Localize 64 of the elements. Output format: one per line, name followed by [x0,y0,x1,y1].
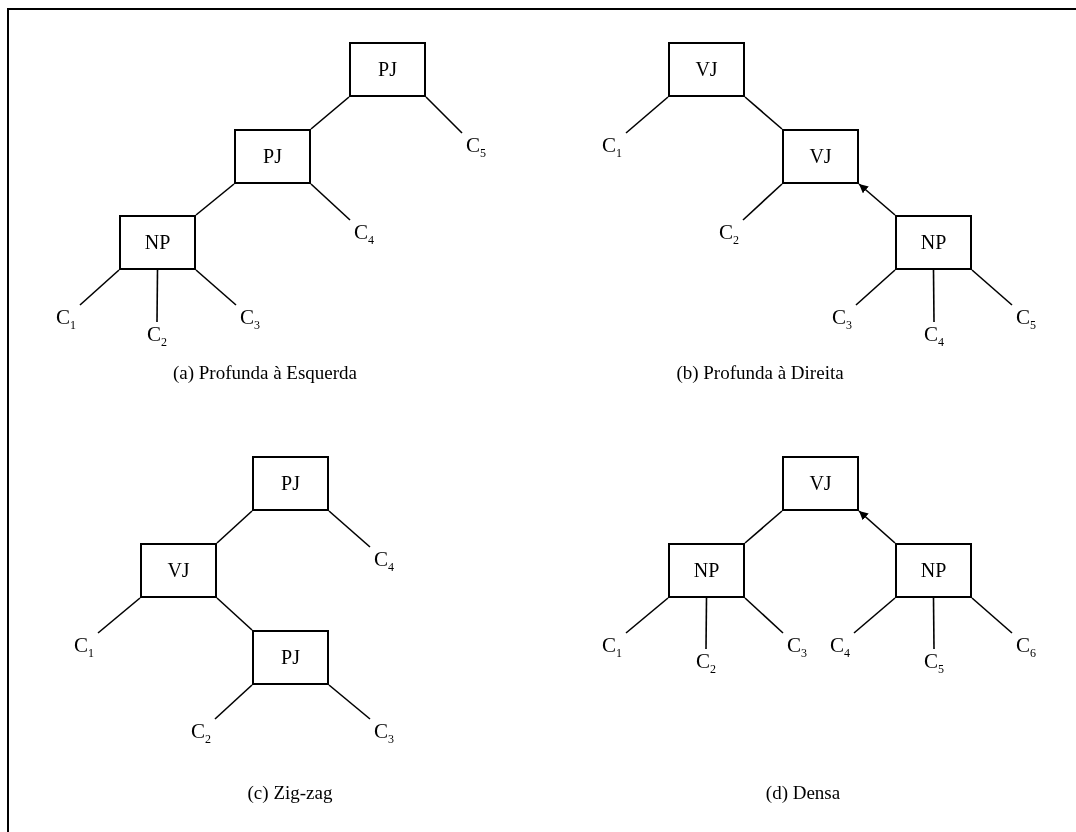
panel-caption: (a) Profunda à Esquerda [172,362,358,384]
leaf-label: C$_{2}$ [187,719,215,743]
leaf-label: C$_{2}$ [715,220,743,244]
arrow [858,510,896,544]
connector-line [971,597,1013,634]
connector-line [932,269,935,323]
leaf-label: C$_{1}$ [70,633,98,657]
connector-line [216,510,253,544]
connector-line [79,269,120,306]
join-box: PJ [349,42,426,97]
connector-line [853,597,896,634]
connector-line [705,597,708,650]
connector-line [195,269,237,306]
connector-line [328,684,371,720]
leaf-label: C$_{3}$ [783,633,811,657]
leaf-label: C$_{4}$ [920,322,948,346]
leaf-label: C$_{5}$ [462,133,490,157]
join-box: VJ [140,543,217,598]
connector-line [156,269,159,323]
leaf-label: C$_{3}$ [828,305,856,329]
panel-caption: (b) Profunda à Direita [676,362,844,384]
leaf-label: C$_{3}$ [236,305,264,329]
leaf-label: C$_{3}$ [370,719,398,743]
connector-line [216,597,253,631]
connector-line [214,684,253,720]
connector-line [971,269,1013,306]
panel-caption: (c) Zig-zag [247,782,333,804]
connector-line [744,510,783,544]
connector-line [328,510,371,548]
join-box: VJ [668,42,745,97]
leaf-label: C$_{4}$ [370,547,398,571]
leaf-label: C$_{5}$ [920,649,948,673]
leaf-label: C$_{5}$ [1012,305,1040,329]
join-box: NP [895,215,972,270]
connector-line [310,96,350,130]
join-box: PJ [234,129,311,184]
connector-line [625,96,669,134]
join-box: PJ [252,630,329,685]
join-box: VJ [782,456,859,511]
arrow [858,183,896,216]
join-box: PJ [252,456,329,511]
leaf-label: C$_{1}$ [598,633,626,657]
connector-line [742,183,783,221]
leaf-label: C$_{2}$ [692,649,720,673]
leaf-label: C$_{1}$ [52,305,80,329]
join-box: NP [668,543,745,598]
join-box: VJ [782,129,859,184]
leaf-label: C$_{2}$ [143,322,171,346]
leaf-label: C$_{6}$ [1012,633,1040,657]
connector-line [625,597,669,634]
leaf-label: C$_{1}$ [598,133,626,157]
panel-caption: (d) Densa [765,782,841,804]
connector-line [744,597,784,634]
connector-line [310,183,351,221]
connector-line [855,269,896,306]
leaf-label: C$_{4}$ [826,633,854,657]
connector-line [744,96,783,130]
connector-line [97,597,141,634]
connector-line [425,96,463,134]
connector-line [195,183,235,216]
connector-line [932,597,935,650]
join-box: NP [895,543,972,598]
leaf-label: C$_{4}$ [350,220,378,244]
join-box: NP [119,215,196,270]
